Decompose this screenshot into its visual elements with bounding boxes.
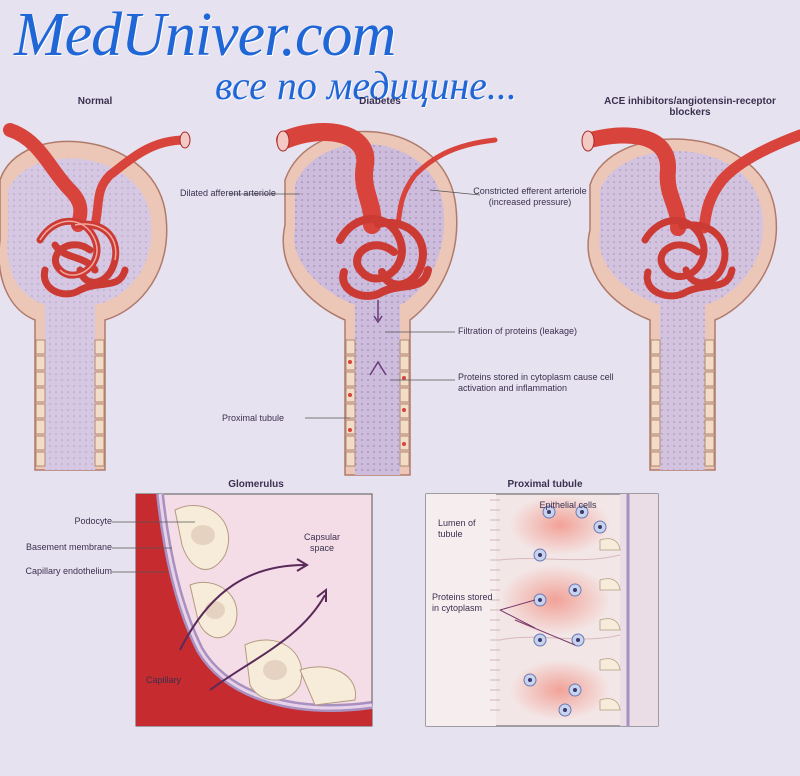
glomerulus-panel-title: Glomerulus [228,479,284,490]
ace-tubule-cells [650,339,715,467]
ace-glomerulus [641,217,736,300]
tubule-panel [425,493,659,727]
diabetes-nephron [276,123,498,476]
epithelial-cell-glow [500,495,610,720]
filtration-protein-label: Filtration of proteins (leakage) [458,326,578,336]
glomerulus-panel [112,493,373,727]
protein-arrows [499,599,576,646]
ace-column-heading: ACE inhibitors/angiotensin-receptor bloc… [604,96,776,118]
proteins-cytoplasm-label: Proteins stored in cytoplasm cause cell … [458,372,614,393]
glomerulus-panel-leaders [112,521,195,573]
brush-border [490,499,500,711]
diabetes-efferent-arteriole [395,137,498,228]
tubule-panel-title: Proximal tubule [507,479,583,490]
basal-bumps [599,538,621,711]
constricted-efferent-label: Constricted efferent arteriole (increase… [473,186,587,207]
ace-afferent-arteriole [582,127,687,236]
normal-nephron [0,123,191,471]
watermark-site: MedUniver.com [14,1,396,69]
ace-nephron [581,127,800,471]
ace-efferent-arteriole [698,129,800,234]
dilated-afferent-label: Dilated afferent arteriole [180,188,276,198]
normal-efferent-arteriole [90,135,190,230]
watermark-tagline: все по медицине... [215,63,517,108]
normal-column-heading: Normal [77,96,113,107]
capsular-space-label: Capsular space [303,532,341,553]
filtration-arrows [179,558,327,691]
proximal-tubule-label: Proximal tubule [222,413,285,423]
diabetes-column-heading: Diabetes [359,96,401,107]
capillary-region [136,494,372,726]
capillary-endothelium-label: Capillary endothelium [25,566,112,576]
diabetes-glomerulus [336,215,432,300]
basement-membrane-label: Basement membrane [25,542,112,552]
lumen-label: Lumen of tubule [438,518,476,539]
podocyte-label: Podocyte [74,516,112,526]
normal-afferent-arteriole [3,123,88,232]
capillary-label: Capillary [146,675,182,685]
proteins-stored-label: Proteins stored in cytoplasm [432,592,493,613]
epithelial-cells-label: Epithelial cells [539,500,597,510]
callout-lines [230,189,481,419]
leakage-arrows [369,300,387,376]
normal-tubule-cells [35,339,105,467]
diabetes-afferent-arteriole [276,123,382,234]
